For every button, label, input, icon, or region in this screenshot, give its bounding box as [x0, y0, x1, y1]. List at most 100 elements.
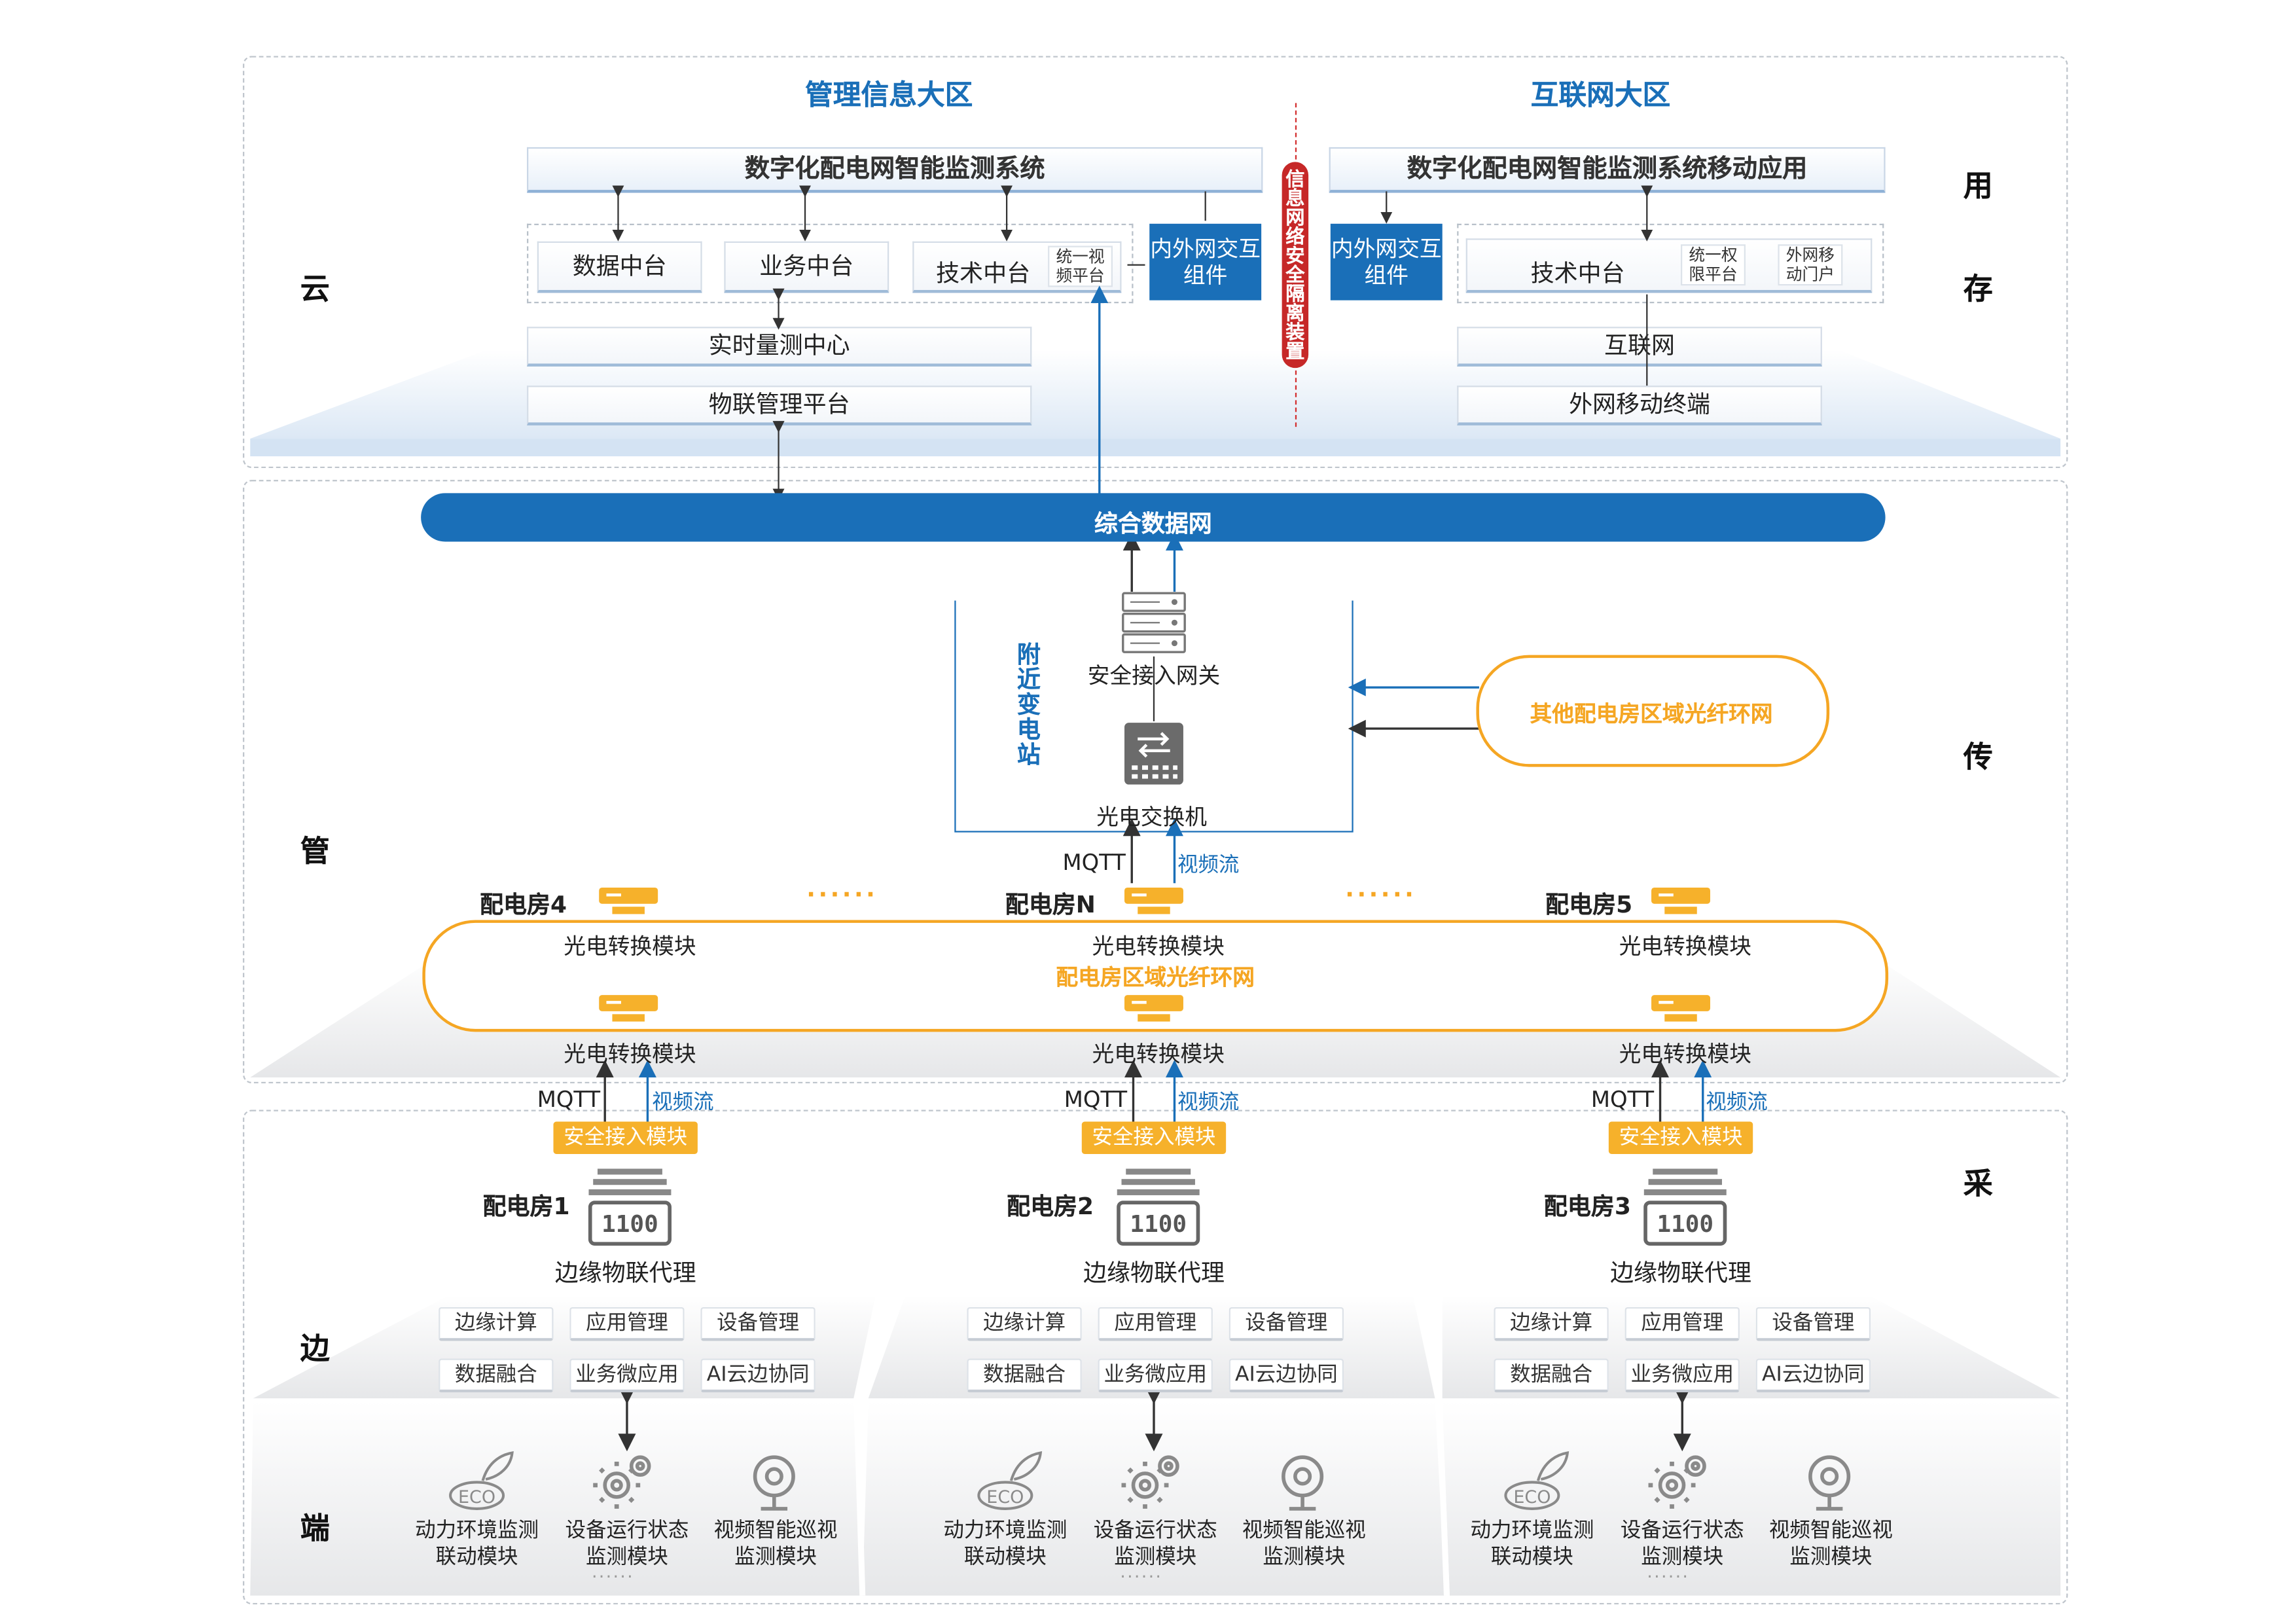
func-edge-compute-2: 边缘计算 [967, 1307, 1082, 1341]
interact-component-left: 内外网交互组件 [1149, 223, 1262, 300]
side-label-cloud: 云 [300, 270, 330, 306]
func-data-fusion-1: 数据融合 [439, 1358, 554, 1393]
switch-video-label: 视频流 [1177, 854, 1240, 878]
terminal-dots-2: ······ [1120, 1566, 1163, 1587]
side-label-store: 存 [1963, 270, 1993, 306]
agent-label-3: 边缘物联代理 [1610, 1258, 1751, 1287]
isolation-device-label: 信息网络安全隔离装置 [1285, 169, 1305, 364]
other-ring-label: 其他配电房区域光纤环网 [1530, 700, 1773, 727]
agent-label-1: 边缘物联代理 [554, 1258, 696, 1287]
data-network-bar [421, 493, 1886, 542]
mobile-portal-label: 外网移动门户 [1778, 244, 1843, 286]
side-label-pipe: 管 [300, 833, 330, 869]
dots-left: ······ [806, 880, 878, 909]
terminal-label-eco-1: 动力环境监测联动模块 [415, 1519, 539, 1570]
dots-right: ······ [1345, 880, 1417, 909]
agent-label-2: 边缘物联代理 [1083, 1258, 1225, 1287]
terminal-label-gears-1: 设备运行状态监测模块 [565, 1519, 689, 1570]
func-ai-cloud-edge-2: AI云边协同 [1229, 1358, 1344, 1393]
fiber-ring [422, 920, 1889, 1032]
mobile-terminal-box: 外网移动终端 [1457, 386, 1822, 425]
converter-label-top-1: 光电转换模块 [564, 933, 696, 960]
video-platform-label: 统一视频平台 [1048, 245, 1113, 287]
gears-icon [593, 1455, 651, 1509]
terminal-dots-3: ······ [1647, 1566, 1690, 1587]
system-right-bar: 数字化配电网智能监测系统移动应用 [1329, 147, 1886, 193]
system-left-bar: 数字化配电网智能监测系统 [527, 147, 1263, 193]
func-micro-app-2: 业务微应用 [1098, 1358, 1213, 1393]
data-platform-box: 数据中台 [537, 241, 702, 293]
terminal-dots-1: ······ [591, 1566, 634, 1587]
side-label-transmit: 传 [1963, 738, 1993, 774]
room-3-label: 配电房3 [1543, 1192, 1631, 1221]
svg-text:1100: 1100 [1130, 1211, 1187, 1238]
zone-title-management: 管理信息大区 [805, 79, 973, 112]
side-label-edge: 边 [300, 1330, 330, 1366]
func-micro-app-3: 业务微应用 [1624, 1358, 1740, 1393]
video-label-2: 视频流 [1177, 1091, 1240, 1115]
terminal-label-gears-2: 设备运行状态监测模块 [1093, 1519, 1217, 1570]
side-label-use: 用 [1963, 168, 1993, 204]
converter-label-top-3: 光电转换模块 [1619, 933, 1751, 960]
pipe-section [243, 480, 2068, 1084]
svg-text:1100: 1100 [1657, 1211, 1713, 1238]
internet-box: 互联网 [1457, 327, 1822, 367]
tech-platform-label: 技术中台 [936, 259, 1031, 287]
func-device-manage-3: 设备管理 [1755, 1307, 1871, 1341]
svg-text:ECO: ECO [458, 1487, 495, 1507]
func-micro-app-1: 业务微应用 [569, 1358, 685, 1393]
terminal-label-camera-2: 视频智能巡视监测模块 [1242, 1519, 1366, 1570]
terminal-label-eco-3: 动力环境监测联动模块 [1470, 1519, 1594, 1570]
terminal-label-camera-1: 视频智能巡视监测模块 [713, 1519, 838, 1570]
realtime-center-box: 实时量测中心 [527, 327, 1032, 367]
gateway-label: 安全接入网关 [1087, 662, 1221, 689]
secure-module-1: 安全接入模块 [553, 1121, 698, 1154]
nearby-substation-label: 附近变电站 [1016, 640, 1041, 768]
auth-platform-label: 统一权限平台 [1681, 244, 1746, 286]
func-data-fusion-3: 数据融合 [1494, 1358, 1609, 1393]
terminal-label-gears-3: 设备运行状态监测模块 [1620, 1519, 1744, 1570]
eco-icon: ECO [449, 1451, 514, 1510]
func-device-manage-1: 设备管理 [700, 1307, 816, 1341]
room-4-label: 配电房4 [480, 890, 567, 919]
room-n-label: 配电房N [1005, 890, 1096, 919]
room-5-label: 配电房5 [1545, 890, 1633, 919]
converter-label-top-2: 光电转换模块 [1092, 933, 1225, 960]
converter-label-bottom-1: 光电转换模块 [564, 1040, 696, 1068]
terminal-label-camera-3: 视频智能巡视监测模块 [1768, 1519, 1893, 1570]
mqtt-label-1: MQTT [537, 1086, 601, 1113]
video-label-1: 视频流 [652, 1091, 714, 1115]
video-label-3: 视频流 [1706, 1091, 1768, 1115]
other-ring-node [1476, 655, 1830, 767]
mqtt-label-2: MQTT [1064, 1086, 1128, 1113]
func-ai-cloud-edge-3: AI云边协同 [1755, 1358, 1871, 1393]
secure-module-3: 安全接入模块 [1608, 1121, 1753, 1154]
isolation-device [1282, 162, 1309, 369]
camera-icon [753, 1455, 795, 1511]
fiber-ring-label: 配电房区域光纤环网 [1056, 964, 1255, 991]
data-network-label: 综合数据网 [1094, 509, 1212, 537]
converter-label-bottom-3: 光电转换模块 [1619, 1040, 1751, 1068]
converter-label-bottom-2: 光电转换模块 [1092, 1040, 1225, 1068]
switch-icon [1124, 723, 1183, 785]
func-app-manage-1: 应用管理 [569, 1307, 685, 1341]
switch-label: 光电交换机 [1096, 803, 1207, 831]
side-label-terminal: 端 [300, 1510, 330, 1546]
func-app-manage-2: 应用管理 [1098, 1307, 1213, 1341]
room-1-label: 配电房1 [482, 1192, 570, 1221]
func-data-fusion-2: 数据融合 [967, 1358, 1082, 1393]
zone-title-internet: 互联网大区 [1530, 79, 1671, 112]
interact-component-right: 内外网交互组件 [1330, 223, 1443, 300]
func-app-manage-3: 应用管理 [1624, 1307, 1740, 1341]
edge-terminal-section [243, 1110, 2068, 1605]
mqtt-label-3: MQTT [1590, 1086, 1655, 1113]
secure-module-2: 安全接入模块 [1081, 1121, 1227, 1154]
terminal-label-eco-2: 动力环境监测联动模块 [943, 1519, 1067, 1570]
switch-mqtt-label: MQTT [1062, 849, 1126, 876]
business-platform-box: 业务中台 [724, 241, 889, 293]
